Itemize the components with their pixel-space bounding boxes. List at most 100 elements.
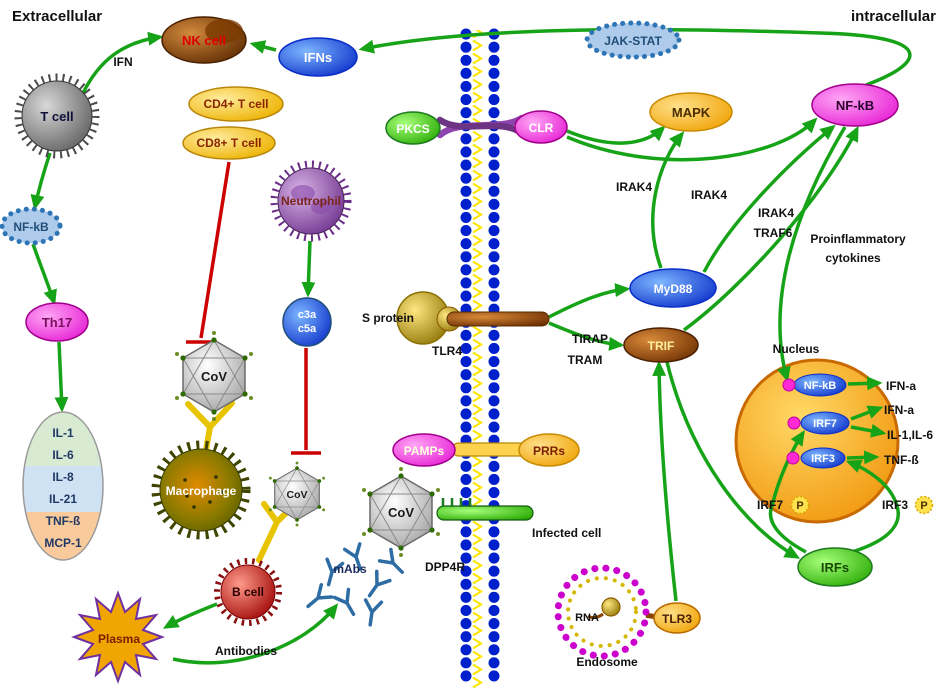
t-cell-node bbox=[21, 80, 93, 152]
tlr4-receptor bbox=[446, 311, 550, 327]
arrow-nucleus-irf3-out bbox=[846, 450, 880, 465]
b-cell-node bbox=[220, 564, 276, 620]
arrow-tcell-to-nkcell bbox=[80, 31, 164, 96]
arrow-neutrophil-to-c3a bbox=[301, 240, 316, 298]
endosome-inner-ring bbox=[566, 576, 638, 648]
tirap-label: TIRAP bbox=[572, 332, 608, 346]
inhibition-lines bbox=[186, 161, 321, 455]
nfkb-left-label: NF-kB bbox=[13, 220, 49, 234]
proinflammatory-label-2: cytokines bbox=[825, 251, 881, 265]
cov-membrane-label: CoV bbox=[388, 505, 414, 520]
myd88-node bbox=[629, 268, 717, 308]
ifns-node bbox=[278, 37, 358, 77]
irf7-p-badge-label: P bbox=[796, 500, 803, 512]
nucleus-irf7-pill bbox=[800, 411, 850, 435]
nucleus-dot bbox=[782, 378, 796, 392]
cell-membrane bbox=[460, 28, 500, 689]
arrow-nfkb-to-th17 bbox=[31, 243, 57, 306]
nucleus-dot bbox=[786, 451, 800, 465]
cd8-tcell-node bbox=[182, 126, 276, 160]
arrow-irfs-to-irf3 bbox=[845, 459, 900, 554]
irf3-p-badge-label: P bbox=[920, 500, 927, 512]
intracellular-elements bbox=[278, 20, 934, 660]
arrow-clr-to-nfkb bbox=[566, 117, 818, 162]
nfkb-left-node bbox=[0, 206, 63, 246]
cytokine-tnfb: TNF-ß bbox=[46, 514, 81, 528]
irf7-p-label: IRF7 bbox=[757, 498, 783, 512]
extracellular-elements bbox=[0, 16, 352, 684]
clr-label: CLR bbox=[529, 121, 554, 135]
myd88-label: MyD88 bbox=[654, 282, 693, 296]
phospho-badge-irf3 bbox=[914, 495, 934, 515]
endosome-rna-strand bbox=[587, 612, 604, 620]
th17-node bbox=[25, 302, 89, 342]
tlr3-label: TLR3 bbox=[662, 612, 692, 626]
inhibition-cd8-to-cov bbox=[199, 161, 231, 339]
arrow-trif-to-nfkb bbox=[682, 125, 859, 332]
neutrophil-lobe bbox=[311, 200, 331, 214]
nucleus-irf3-pill bbox=[800, 447, 846, 469]
mapk-label: MAPK bbox=[672, 105, 711, 120]
arrow-myd88-to-mapk bbox=[651, 131, 685, 269]
traf6-label: TRAF6 bbox=[754, 226, 793, 240]
extracellular-label: Extracellular bbox=[12, 8, 102, 25]
arrow-th17-to-cytokines bbox=[54, 341, 69, 413]
trif-label: TRIF bbox=[648, 339, 675, 353]
ifn-label: IFN bbox=[113, 55, 132, 69]
cd8-label: CD8+ T cell bbox=[196, 136, 261, 150]
macrophage-node bbox=[159, 448, 243, 532]
membrane-zigzag bbox=[470, 30, 490, 689]
nk-cell-lobe bbox=[205, 19, 243, 43]
dpp4r-receptor bbox=[436, 505, 534, 521]
irf3-p-label: IRF3 bbox=[882, 498, 908, 512]
trif-node bbox=[623, 327, 699, 363]
nucleus-irf7-label: IRF7 bbox=[813, 418, 837, 430]
cytokine-il6: IL-6 bbox=[52, 448, 74, 462]
mab-antibody-icon bbox=[301, 583, 334, 615]
output-ifna-1: IFN-a bbox=[886, 379, 916, 393]
nfkb-right-node bbox=[811, 83, 899, 127]
arrow-tlr3-to-trif bbox=[652, 360, 678, 602]
neutrophil-label: Neutrophil bbox=[281, 194, 341, 208]
proinflammatory-label-1: Proinflammatory bbox=[810, 232, 906, 246]
output-ifna-2: IFN-a bbox=[884, 403, 914, 417]
jak-stat-label: JAK-STAT bbox=[604, 34, 662, 48]
prrs-label: PRRs bbox=[533, 444, 565, 458]
tlr4-label: TLR4 bbox=[432, 344, 462, 358]
output-tnfb: TNF-ß bbox=[884, 453, 919, 467]
intracellular-label: intracellular bbox=[851, 8, 936, 25]
arrow-irfs-to-irf7 bbox=[768, 430, 807, 554]
mab-antibody-icon bbox=[377, 547, 410, 580]
jak-stat-node bbox=[584, 20, 682, 60]
neutrophil-spikes bbox=[270, 160, 352, 242]
arrow-tlr4-to-trif bbox=[548, 321, 625, 351]
plasma-label: Plasma bbox=[98, 632, 140, 646]
cov-left-label: CoV bbox=[201, 369, 227, 384]
dpp4r-label: DPP4R bbox=[425, 560, 465, 574]
c5a-label: c5a bbox=[298, 323, 317, 335]
cytokine-il21: IL-21 bbox=[49, 492, 77, 506]
mapk-node bbox=[649, 92, 733, 132]
nucleus-dot bbox=[787, 416, 801, 430]
irak4-label-3: IRAK4 bbox=[758, 206, 794, 220]
pkcs-label: PKCS bbox=[396, 122, 429, 136]
cov-small-label: CoV bbox=[287, 489, 308, 501]
signal-arrows bbox=[30, 27, 912, 665]
tlr3-node bbox=[653, 602, 701, 634]
antibodies-label: Antibodies bbox=[215, 644, 277, 658]
receptors bbox=[396, 114, 658, 620]
labels: Extracellular intracellular NK cell IFN … bbox=[12, 8, 936, 669]
nucleus-label: Nucleus bbox=[773, 342, 820, 356]
mab-antibody-icon bbox=[360, 598, 384, 628]
dpp4r-teeth bbox=[441, 498, 472, 507]
arrow-tcell-to-nfkb bbox=[30, 152, 52, 211]
arrow-trif-to-irfs bbox=[665, 361, 801, 559]
mab-antibody-icon bbox=[361, 569, 392, 602]
arrow-ifns-to-nkcell bbox=[249, 40, 277, 54]
nucleus bbox=[734, 358, 900, 524]
mabs-label: mAbs bbox=[333, 562, 367, 576]
tram-label: TRAM bbox=[568, 353, 603, 367]
irfs-label: IRFs bbox=[821, 560, 849, 575]
arrow-nucleus-irf7-out1 bbox=[850, 405, 884, 421]
